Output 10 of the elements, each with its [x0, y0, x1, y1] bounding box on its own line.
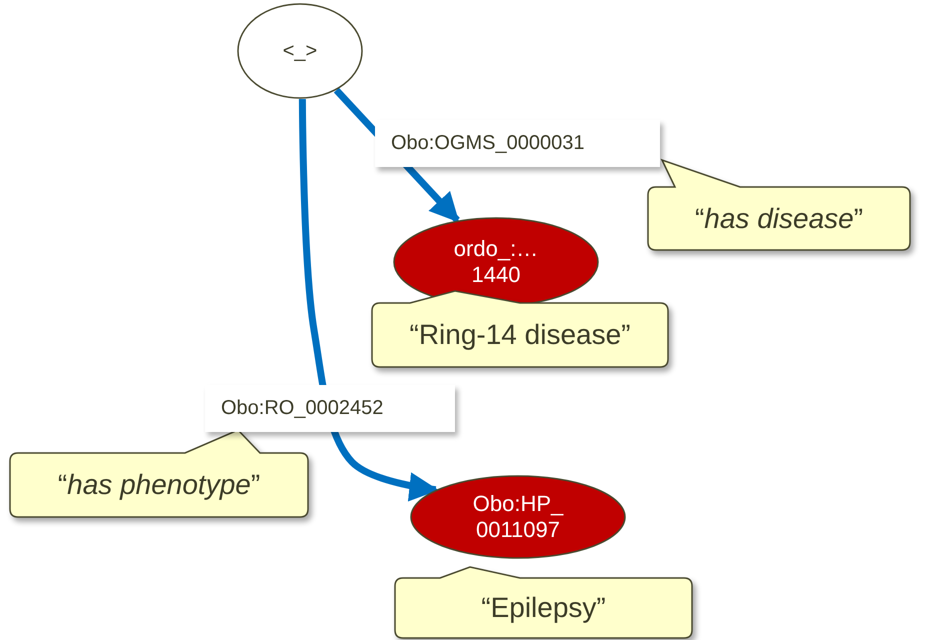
callout-text: “has phenotype” — [58, 469, 260, 501]
node-label: Obo:HP_ 0011097 — [472, 490, 564, 544]
node-label: <_> — [282, 39, 318, 63]
edge-label: Obo:RO_0002452 — [205, 385, 455, 432]
callout-text: “has disease” — [694, 202, 864, 234]
arrow — [298, 98, 439, 502]
edge-label: Obo:OGMS_0000031 — [375, 120, 660, 167]
callout-text: “Ring-14 disease” — [410, 319, 630, 351]
node-label: ordo_:… 1440 — [452, 236, 540, 288]
callout-text: “Epilepsy” — [481, 592, 606, 624]
